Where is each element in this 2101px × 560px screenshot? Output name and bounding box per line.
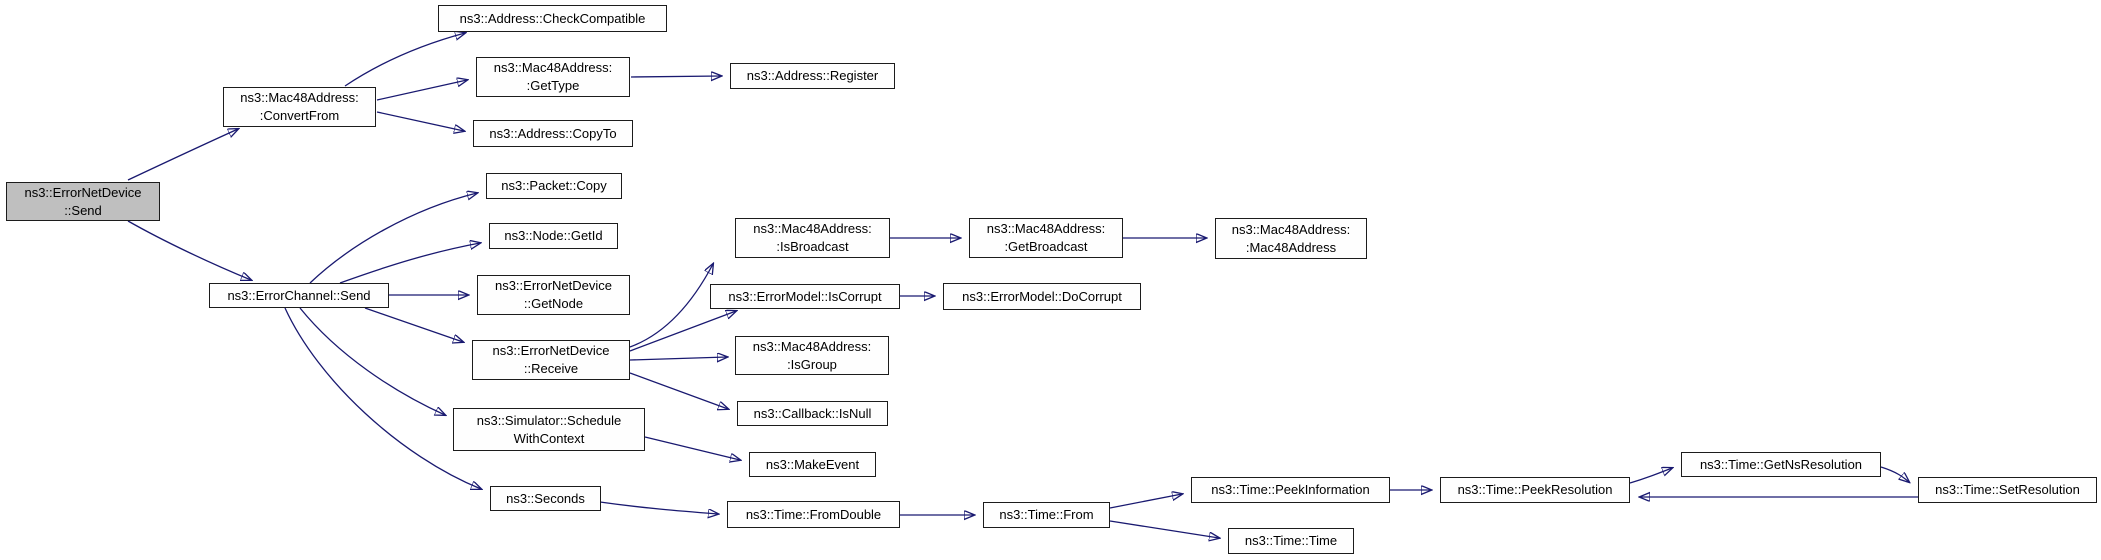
node-errormodel-iscorrupt[interactable]: ns3::ErrorModel::IsCorrupt <box>710 284 900 309</box>
node-packet-copy[interactable]: ns3::Packet::Copy <box>486 173 622 199</box>
node-errornetdevice-receive[interactable]: ns3::ErrorNetDevice ::Receive <box>472 340 630 380</box>
node-makeevent[interactable]: ns3::MakeEvent <box>749 452 876 477</box>
node-callback-isnull[interactable]: ns3::Callback::IsNull <box>737 401 888 426</box>
node-time-peekinformation[interactable]: ns3::Time::PeekInformation <box>1191 477 1390 503</box>
edge-convert-from-to-check-compatible <box>344 33 465 87</box>
edge-receive-to-is-corrupt <box>629 311 736 352</box>
node-time-setresolution[interactable]: ns3::Time::SetResolution <box>1918 477 2097 503</box>
node-mac48address-getbroadcast[interactable]: ns3::Mac48Address: :GetBroadcast <box>969 218 1123 258</box>
node-errorchannel-send[interactable]: ns3::ErrorChannel::Send <box>209 283 389 308</box>
edge-get-ns-resolution-to-set-resolution <box>1880 466 1909 482</box>
edge-channel-send-to-receive <box>364 307 463 342</box>
node-node-getid[interactable]: ns3::Node::GetId <box>489 223 618 249</box>
edge-seconds-to-from-double <box>599 501 718 514</box>
node-time-getnsresolution[interactable]: ns3::Time::GetNsResolution <box>1681 452 1881 477</box>
node-seconds[interactable]: ns3::Seconds <box>490 486 601 511</box>
edge-channel-send-to-packet-copy <box>309 193 477 284</box>
node-time-peekresolution[interactable]: ns3::Time::PeekResolution <box>1440 477 1630 503</box>
edge-peek-resolution-to-get-ns-resolution <box>1629 468 1672 484</box>
edge-receive-to-is-null <box>629 372 728 409</box>
edge-send-to-convert-from <box>127 129 238 181</box>
edge-convert-from-to-get-type <box>376 80 467 101</box>
node-mac48address-convertfrom[interactable]: ns3::Mac48Address: :ConvertFrom <box>223 87 376 127</box>
node-mac48address-gettype[interactable]: ns3::Mac48Address: :GetType <box>476 57 630 97</box>
node-errornetdevice-getnode[interactable]: ns3::ErrorNetDevice ::GetNode <box>477 275 630 315</box>
node-time-time[interactable]: ns3::Time::Time <box>1228 528 1354 554</box>
edge-channel-send-to-node-get-id <box>339 243 480 284</box>
node-time-from[interactable]: ns3::Time::From <box>983 502 1110 528</box>
node-address-register[interactable]: ns3::Address::Register <box>730 63 895 89</box>
node-mac48address-constructor[interactable]: ns3::Mac48Address: :Mac48Address <box>1215 218 1367 259</box>
edge-send-to-channel-send <box>127 220 251 280</box>
node-simulator-schedulewithcontext[interactable]: ns3::Simulator::Schedule WithContext <box>453 408 645 451</box>
node-errornetdevice-send[interactable]: ns3::ErrorNetDevice ::Send <box>6 182 160 221</box>
edge-schedule-with-context-to-make-event <box>644 436 740 460</box>
edge-receive-to-is-broadcast <box>629 264 713 348</box>
edge-get-type-to-register <box>630 76 721 77</box>
node-time-fromdouble[interactable]: ns3::Time::FromDouble <box>727 501 900 528</box>
node-address-checkcompatible[interactable]: ns3::Address::CheckCompatible <box>438 5 667 32</box>
node-mac48address-isbroadcast[interactable]: ns3::Mac48Address: :IsBroadcast <box>735 218 890 258</box>
edge-channel-send-to-schedule-with-context <box>299 307 445 415</box>
node-mac48address-isgroup[interactable]: ns3::Mac48Address: :IsGroup <box>735 336 889 375</box>
node-errormodel-docorrupt[interactable]: ns3::ErrorModel::DoCorrupt <box>943 283 1141 310</box>
edge-receive-to-is-group <box>629 357 727 360</box>
edge-time-from-to-peek-information <box>1109 494 1182 509</box>
edge-time-from-to-time-time <box>1109 520 1219 538</box>
node-address-copyto[interactable]: ns3::Address::CopyTo <box>473 120 633 147</box>
edge-channel-send-to-seconds <box>284 307 481 489</box>
edge-convert-from-to-copy-to <box>376 111 464 131</box>
